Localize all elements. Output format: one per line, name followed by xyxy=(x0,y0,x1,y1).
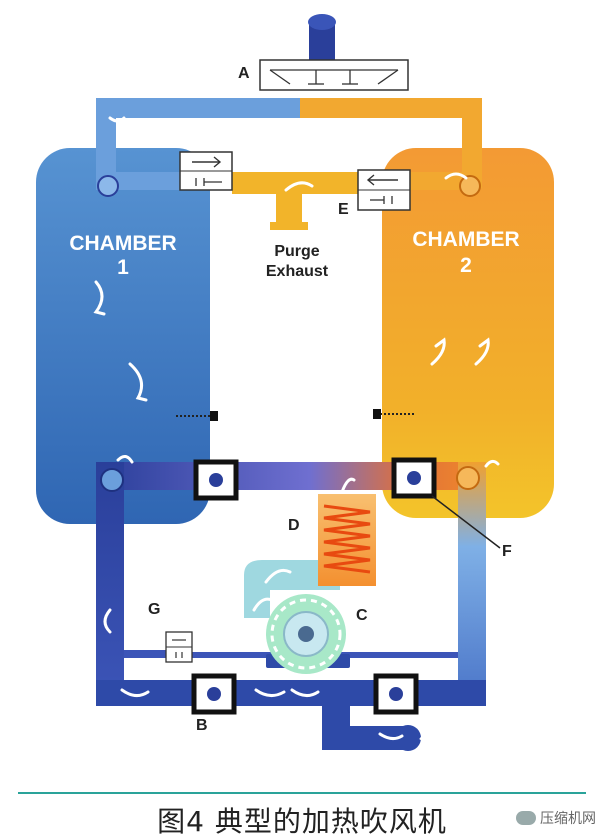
check-valve-f xyxy=(391,457,437,499)
caption-title: 图4 典型的加热吹风机 xyxy=(157,805,447,838)
valve-e xyxy=(357,169,411,211)
blower-duct xyxy=(244,560,340,618)
chamber-2-bottom-elbow xyxy=(456,466,480,490)
chamber-1-title: CHAMBER xyxy=(69,232,176,255)
pipe-bottom-horizontal xyxy=(96,680,486,706)
flow-arrow-icon xyxy=(284,181,314,192)
figure-caption: 图4 典型的加热吹风机 压缩机网 xyxy=(0,792,604,838)
label-e: E xyxy=(338,201,349,218)
pipe-bypass-g xyxy=(124,650,180,658)
watermark: 压缩机网 xyxy=(516,808,596,828)
chamber-1-number: 1 xyxy=(117,256,129,279)
heater-d xyxy=(318,494,376,586)
check-valve-b xyxy=(191,673,237,715)
chamber-2-title: CHAMBER xyxy=(412,228,519,251)
pipe-right-vertical xyxy=(458,462,486,704)
pipe-top-right-vertical xyxy=(462,98,482,188)
watermark-text: 压缩机网 xyxy=(540,811,596,827)
flow-arrow-icon xyxy=(474,337,490,366)
valve-a xyxy=(259,59,409,91)
label-f: F xyxy=(502,543,512,560)
flow-arrow-icon xyxy=(252,597,274,612)
label-a: A xyxy=(238,65,250,82)
flow-arrow-icon xyxy=(254,688,286,697)
chamber-2 xyxy=(382,148,554,518)
flow-arrow-icon xyxy=(120,688,150,697)
flow-arrows xyxy=(93,116,500,741)
label-b: B xyxy=(196,717,208,734)
chamber-1-bottom-elbow xyxy=(100,468,124,492)
caption-rule xyxy=(18,792,586,794)
flow-arrow-icon xyxy=(484,459,500,468)
label-g: G xyxy=(148,601,160,618)
valve-g xyxy=(165,631,193,663)
inlet-arrow-icon xyxy=(337,11,369,23)
chamber-2-top-elbow xyxy=(459,175,481,197)
purge-exhaust-cap xyxy=(270,222,308,230)
flow-arrow-icon xyxy=(340,477,356,494)
flow-arrow-icon xyxy=(93,280,106,316)
chamber-1 xyxy=(36,148,210,524)
flow-arrow-icon xyxy=(430,337,446,366)
chamber-2-number: 2 xyxy=(460,254,472,277)
flow-arrow-icon xyxy=(378,732,404,741)
check-valve-top-left xyxy=(193,459,239,501)
label-c: C xyxy=(356,607,368,624)
flow-arrow-icon xyxy=(128,362,148,402)
flow-arrow-icon xyxy=(444,172,468,180)
valve-left-top xyxy=(179,151,233,191)
flow-arrow-icon xyxy=(290,688,320,697)
blower-c xyxy=(266,594,350,674)
flow-arrow-icon xyxy=(264,568,292,584)
flow-arrow-icon xyxy=(108,116,126,123)
check-valve-bottom-right xyxy=(373,673,419,715)
pipe-top-right-horizontal xyxy=(300,98,482,118)
pipe-top-left-vertical xyxy=(96,98,116,190)
flow-arrow-icon xyxy=(116,455,134,464)
chamber-1-screen xyxy=(176,411,218,421)
pipe-mid-left xyxy=(110,172,180,190)
chamber-2-screen xyxy=(373,409,414,419)
outlet-arrow-icon xyxy=(419,737,445,745)
purge-label-line1: Purge xyxy=(274,243,319,260)
inlet-cap xyxy=(308,14,336,30)
pipe-mid-right xyxy=(410,172,472,190)
pipe-left-vertical xyxy=(96,462,124,704)
purge-label-line2: Exhaust xyxy=(266,263,329,280)
f-leader-line xyxy=(431,495,501,549)
purge-exhaust-pipe xyxy=(276,192,302,226)
chamber-1-top-elbow xyxy=(97,175,119,197)
flow-arrow-icon xyxy=(103,608,112,634)
outlet-cap xyxy=(395,725,421,751)
label-d: D xyxy=(288,517,300,534)
wechat-icon xyxy=(516,811,536,825)
pipe-top-left-horizontal xyxy=(96,98,312,118)
